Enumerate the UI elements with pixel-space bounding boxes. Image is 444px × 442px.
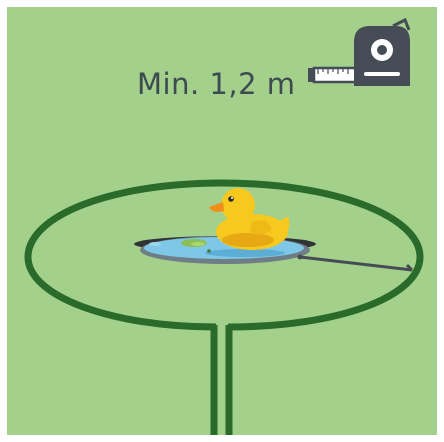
min-distance-label: Min. 1,2 m	[137, 67, 295, 101]
